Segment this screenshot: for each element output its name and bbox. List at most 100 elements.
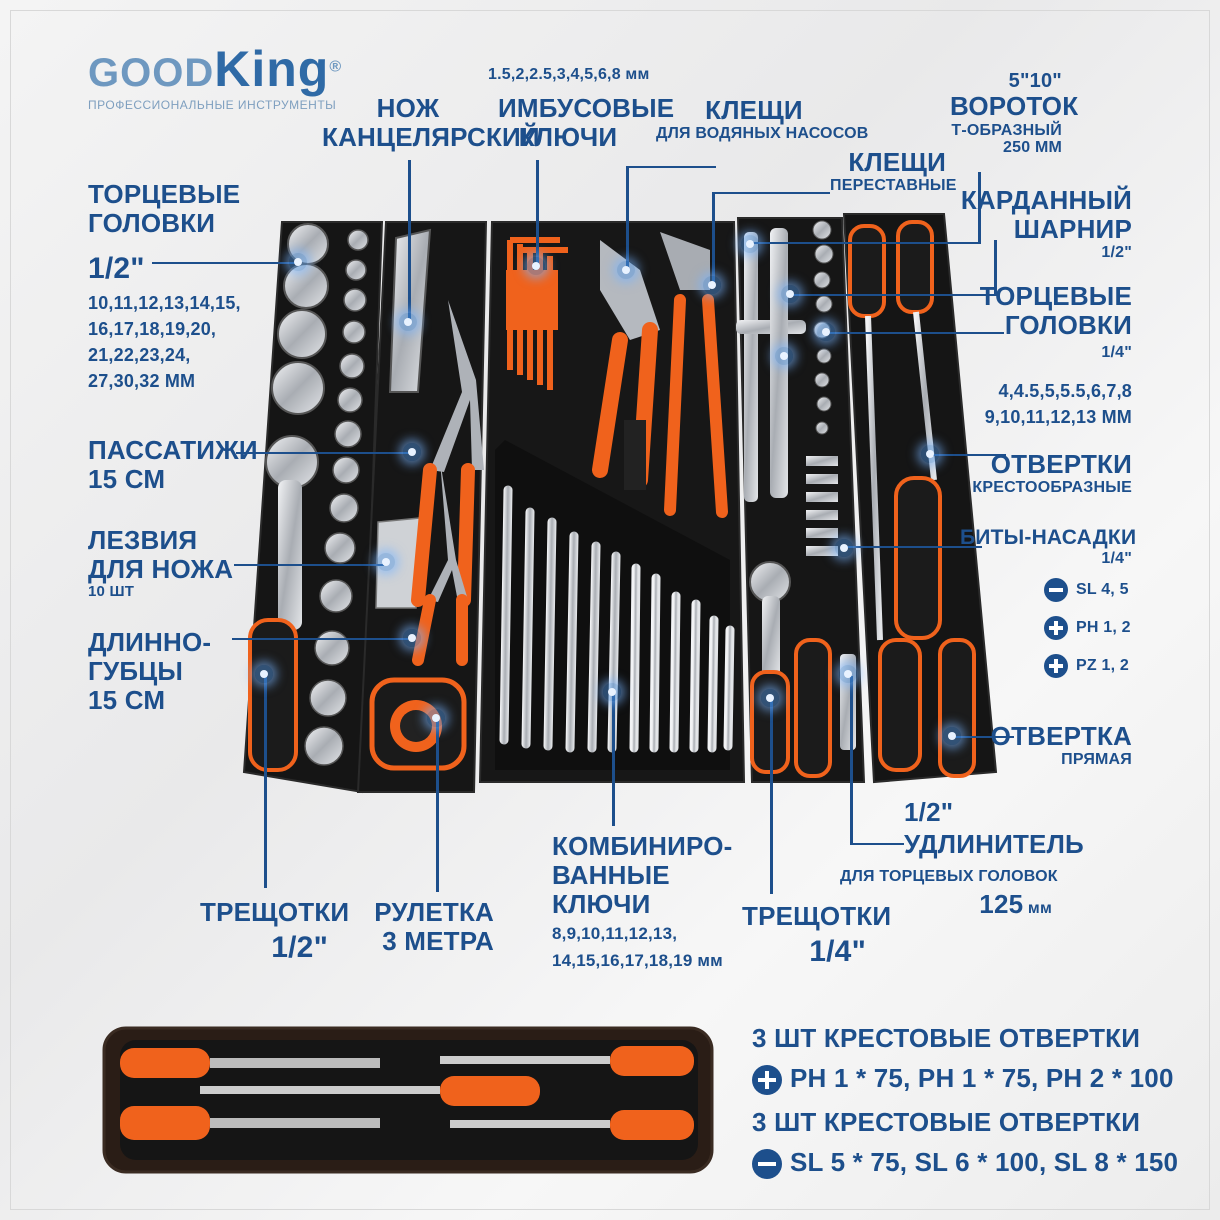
label-knife: НОЖ КАНЦЕЛЯРСКИЙ xyxy=(322,93,540,153)
label-flat-screwdriver: ОТВЕРТКА ПРЯМАЯ xyxy=(990,721,1132,769)
leader-line xyxy=(712,192,830,194)
leader-line xyxy=(712,192,715,284)
leader-line xyxy=(264,674,267,888)
screwdrivers xyxy=(794,220,976,778)
label-bits-sl: SL 4, 5 xyxy=(1044,578,1129,602)
label-ratchet-quarter: ТРЕЩОТКИ 1/4" xyxy=(742,901,892,969)
label-bits-ph: PH 1, 2 xyxy=(1044,616,1131,640)
label-bottom-title-1: 3 ШТ КРЕСТОВЫЕ ОТВЕРТКИ xyxy=(752,1023,1141,1053)
label-extension-sub: ДЛЯ ТОРЦЕВЫХ ГОЛОВОК xyxy=(840,868,1058,885)
pozidriv-icon xyxy=(1044,654,1068,678)
bit-set xyxy=(806,456,838,556)
label-phillips-screwdrivers: ОТВЕРТКИ КРЕСТООБРАЗНЫЕ xyxy=(972,449,1132,497)
label-tape-measure: РУЛЕТКА 3 МЕТРА xyxy=(374,897,494,957)
marker-dot xyxy=(943,727,961,745)
label-sockets-half-size: 1/2" xyxy=(88,252,145,285)
label-water-pump-pliers: КЛЕЩИ ДЛЯ ВОДЯНЫХ НАСОСОВ xyxy=(656,95,869,143)
water-pump-pliers xyxy=(660,232,728,518)
label-pliers: ПАССАТИЖИ 15 СМ xyxy=(88,435,258,495)
marker-dot xyxy=(781,285,799,303)
label-bits: БИТЫ-НАСАДКИ 1/4" xyxy=(960,526,1137,567)
label-sockets-half-title: ТОРЦЕВЫЕ ГОЛОВКИ xyxy=(88,179,241,239)
leader-line xyxy=(826,332,1004,334)
t-bar-handle xyxy=(736,228,806,502)
label-bottom-ph: PH 1 * 75, PH 1 * 75, PH 2 * 100 xyxy=(752,1063,1174,1096)
label-sockets-half-list: 10,11,12,13,14,15, 16,17,18,19,20, 21,22… xyxy=(88,293,241,392)
leader-line xyxy=(850,676,853,844)
marker-dot xyxy=(921,445,939,463)
leader-line xyxy=(978,172,981,244)
marker-dot xyxy=(289,253,307,271)
label-extension-length: 125 мм xyxy=(979,889,1052,919)
long-nose-pliers xyxy=(412,460,468,666)
label-bits-pz: PZ 1, 2 xyxy=(1044,654,1129,678)
marker-dot xyxy=(403,629,421,647)
leader-line xyxy=(994,240,997,296)
label-bottom-title-2: 3 ШТ КРЕСТОВЫЕ ОТВЕРТКИ xyxy=(752,1107,1141,1137)
marker-dot xyxy=(377,553,395,571)
slotted-icon xyxy=(1044,578,1068,602)
marker-dot xyxy=(527,257,545,275)
leader-line xyxy=(234,564,384,566)
phillips-icon xyxy=(752,1065,782,1096)
marker-dot xyxy=(839,665,857,683)
label-extension-size: 1/2" xyxy=(904,797,954,827)
phillips-icon xyxy=(1044,616,1068,640)
label-t-bar: 5"10" ВОРОТОК Т-ОБРАЗНЫЙ 250 ММ xyxy=(950,70,1079,157)
marker-dot xyxy=(835,539,853,557)
marker-dot xyxy=(603,683,621,701)
label-universal-joint: КАРДАННЫЙ ШАРНИР 1/2" xyxy=(960,185,1132,262)
brand-tagline: ПРОФЕССИОНАЛЬНЫЕ ИНСТРУМЕНТЫ xyxy=(88,98,337,112)
label-bottom-sl: SL 5 * 75, SL 6 * 100, SL 8 * 150 xyxy=(752,1147,1178,1180)
marker-dot xyxy=(399,313,417,331)
leader-line xyxy=(436,718,439,892)
leader-line xyxy=(952,736,1014,738)
leader-line xyxy=(152,262,298,264)
marker-dot xyxy=(255,665,273,683)
label-ratchet-half: ТРЕЩОТКИ 1/2" xyxy=(200,897,350,965)
locking-pliers xyxy=(592,240,660,490)
leader-line xyxy=(626,166,629,270)
label-extension-title: УДЛИНИТЕЛЬ xyxy=(904,829,1084,859)
quarter-sockets xyxy=(812,220,834,435)
hex-key-holder xyxy=(506,270,558,330)
brand-logo: GOODKing® xyxy=(88,41,343,97)
leader-line xyxy=(850,843,904,845)
leader-line xyxy=(770,700,773,894)
marker-dot xyxy=(403,443,421,461)
leader-line xyxy=(790,294,996,296)
leader-line xyxy=(612,692,615,826)
leader-line xyxy=(846,546,982,548)
marker-dot xyxy=(741,235,759,253)
combination-pliers xyxy=(411,300,484,607)
leader-line xyxy=(626,166,716,168)
label-blades: ЛЕЗВИЯ ДЛЯ НОЖА 10 ШТ xyxy=(88,525,234,601)
bottom-screwdriver-tray xyxy=(102,1026,714,1174)
marker-dot xyxy=(703,276,721,294)
socket-column xyxy=(304,229,369,766)
marker-dot xyxy=(817,323,835,341)
leader-line xyxy=(232,638,408,640)
leader-line xyxy=(408,160,411,320)
label-long-nose: ДЛИННО- ГУБЦЫ 15 СМ xyxy=(88,627,212,716)
label-adjustable-pliers: КЛЕЩИ ПЕРЕСТАВНЫЕ xyxy=(830,147,957,195)
label-hex-sizes: 1.5,2,2.5,3,4,5,6,8 мм xyxy=(488,66,650,83)
leader-line xyxy=(236,452,412,454)
label-sockets-quarter: ТОРЦЕВЫЕ ГОЛОВКИ 1/4" xyxy=(979,281,1132,362)
marker-dot xyxy=(775,347,793,365)
label-hex-keys: ИМБУСОВЫЕ КЛЮЧИ xyxy=(498,93,675,153)
marker-dot xyxy=(427,709,445,727)
leader-line xyxy=(536,160,539,264)
slotted-icon xyxy=(752,1149,782,1180)
label-combination-wrenches: КОМБИНИРО- ВАННЫЕ КЛЮЧИ 8,9,10,11,12,13,… xyxy=(552,831,733,970)
image-frame xyxy=(10,10,1210,1210)
leader-line xyxy=(930,454,1006,456)
large-sockets xyxy=(271,223,329,415)
knife-blades xyxy=(375,517,421,609)
label-sockets-quarter-list: 4,4.5,5,5.5,6,7,8 9,10,11,12,13 ММ xyxy=(984,381,1132,428)
marker-dot xyxy=(617,261,635,279)
leader-line xyxy=(750,242,980,244)
ratchet-half xyxy=(248,435,319,772)
marker-dot xyxy=(761,689,779,707)
